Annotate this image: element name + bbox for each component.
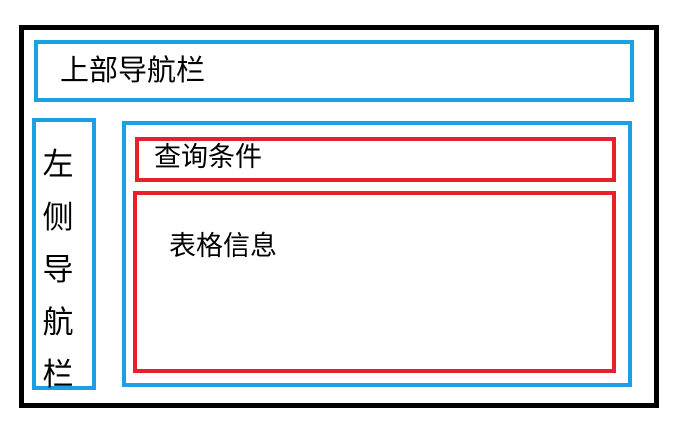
table-info-label: 表格信息 xyxy=(169,231,277,262)
query-conditions-label: 查询条件 xyxy=(154,142,262,173)
query-conditions-box xyxy=(135,137,616,182)
page-layout-frame xyxy=(19,25,659,408)
top-navigation-label: 上部导航栏 xyxy=(60,53,206,87)
left-navigation-label: 左侧导航栏 xyxy=(42,147,74,393)
top-navigation-bar xyxy=(34,40,634,102)
table-info-box xyxy=(133,191,616,373)
main-content-area xyxy=(122,121,632,387)
left-navigation-bar xyxy=(32,118,96,390)
